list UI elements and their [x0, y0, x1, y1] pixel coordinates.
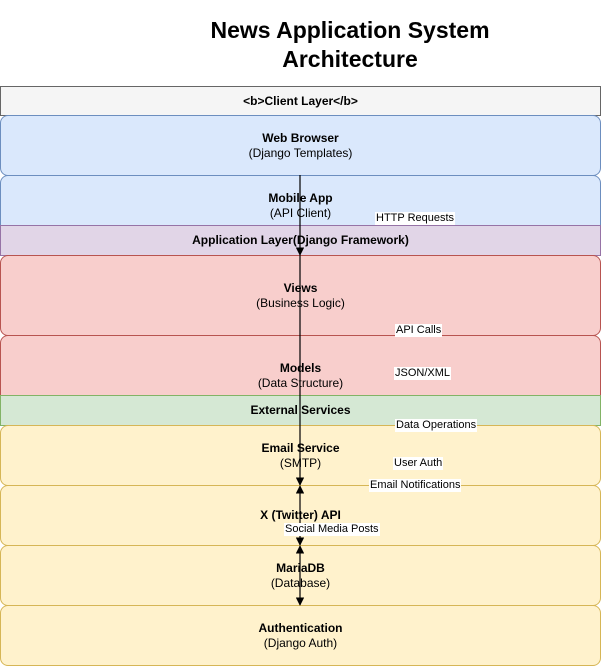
web-browser-detail: (Django Templates) — [248, 145, 353, 160]
diagram-title-line-1: News Application System — [210, 17, 490, 43]
data-operations-label: Data Operations — [395, 419, 478, 432]
web-browser-name: Web Browser — [262, 130, 339, 145]
authentication-node[interactable]: Authentication (Django Auth) — [0, 605, 601, 666]
diagram-title: News Application System Architecture — [150, 16, 550, 74]
json-xml-label: JSON/XML — [394, 367, 452, 380]
authentication-detail: (Django Auth) — [263, 635, 338, 650]
authentication-name: Authentication — [258, 620, 343, 635]
diagram-title-line-2: Architecture — [282, 46, 418, 72]
api-calls-label: API Calls — [395, 324, 443, 337]
client-layer-label: <b>Client Layer</b> — [243, 93, 358, 108]
web-browser-node[interactable]: Web Browser (Django Templates) — [0, 115, 601, 176]
http-requests-label: HTTP Requests — [375, 212, 456, 225]
email-notifications-label: Email Notifications — [369, 479, 462, 492]
user-auth-label: User Auth — [393, 457, 444, 470]
social-media-posts-label: Social Media Posts — [284, 523, 380, 536]
